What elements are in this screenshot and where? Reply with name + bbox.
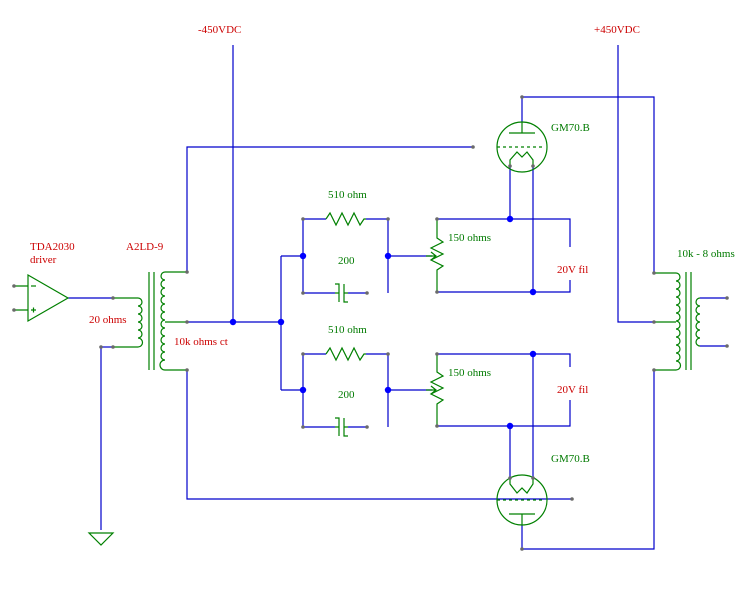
upper-filament-label: 20V fil [557, 264, 588, 276]
neg-rail-label: -450VDC [198, 24, 241, 36]
driver-input-minus-pin [12, 284, 16, 288]
lower-filament-label: 20V fil [557, 384, 588, 396]
lower-capacitor-symbol [335, 417, 348, 437]
driver-role-label: driver [30, 254, 57, 266]
node-lower-rc-out [384, 386, 392, 394]
lower-plate-wire [521, 370, 655, 550]
node-lower-fil-a [529, 350, 537, 358]
upper-capacitor-label: 200 [338, 255, 355, 267]
node-neg-rail [229, 318, 237, 326]
driver-name-label: TDA2030 [30, 241, 75, 253]
upper-rc-right [366, 218, 389, 293]
node-upper-fil-a [506, 215, 514, 223]
node-upper-fil-b [529, 288, 537, 296]
upper-resistor-symbol [325, 211, 366, 227]
lower-resistor-label: 510 ohm [328, 324, 367, 336]
node-bias-split [277, 318, 285, 326]
lower-resistor-symbol [325, 346, 366, 362]
lower-capacitor-label: 200 [338, 389, 355, 401]
node-lower-rc-in [299, 386, 307, 394]
upper-plate-wire [521, 96, 655, 273]
output-transformer-symbol [654, 272, 701, 371]
lower-grid-wire [186, 370, 572, 500]
wiring [68, 45, 727, 550]
lower-fil-bottom [437, 400, 571, 427]
ground-icon [87, 532, 115, 546]
lower-potentiometer-symbol [426, 354, 445, 426]
output-transformer-label: 10k - 8 ohms [677, 248, 735, 260]
pos-rail-wire [617, 45, 654, 323]
input-primary-label: 20 ohms [89, 314, 127, 326]
lower-rc-right [366, 353, 389, 427]
connection-pins [99, 95, 729, 551]
upper-grid-wire [186, 146, 473, 272]
input-transformer-symbol [113, 271, 187, 371]
upper-fil-bottom [437, 280, 571, 293]
input-secondary-label: 10k ohms ct [174, 336, 228, 348]
input-transformer-name: A2LD-9 [126, 241, 164, 253]
lower-tube-label: GM70.B [551, 453, 590, 465]
upper-potentiometer-symbol [426, 219, 445, 292]
lower-pot-label: 150 ohms [448, 367, 491, 379]
node-upper-rc-out [384, 252, 392, 260]
lower-tube-symbol [496, 474, 548, 526]
lower-fil-top [437, 353, 571, 367]
upper-pot-label: 150 ohms [448, 232, 491, 244]
driver-input-plus-pin [12, 308, 16, 312]
upper-tube-label: GM70.B [551, 122, 590, 134]
upper-resistor-label: 510 ohm [328, 189, 367, 201]
driver-opamp-symbol [14, 273, 70, 323]
junction-nodes [229, 215, 537, 430]
upper-tube-symbol [496, 121, 548, 173]
node-upper-rc-in [299, 252, 307, 260]
upper-capacitor-symbol [335, 283, 348, 303]
upper-fil-top [437, 218, 571, 247]
node-lower-fil-b [506, 422, 514, 430]
pos-rail-label: +450VDC [594, 24, 640, 36]
